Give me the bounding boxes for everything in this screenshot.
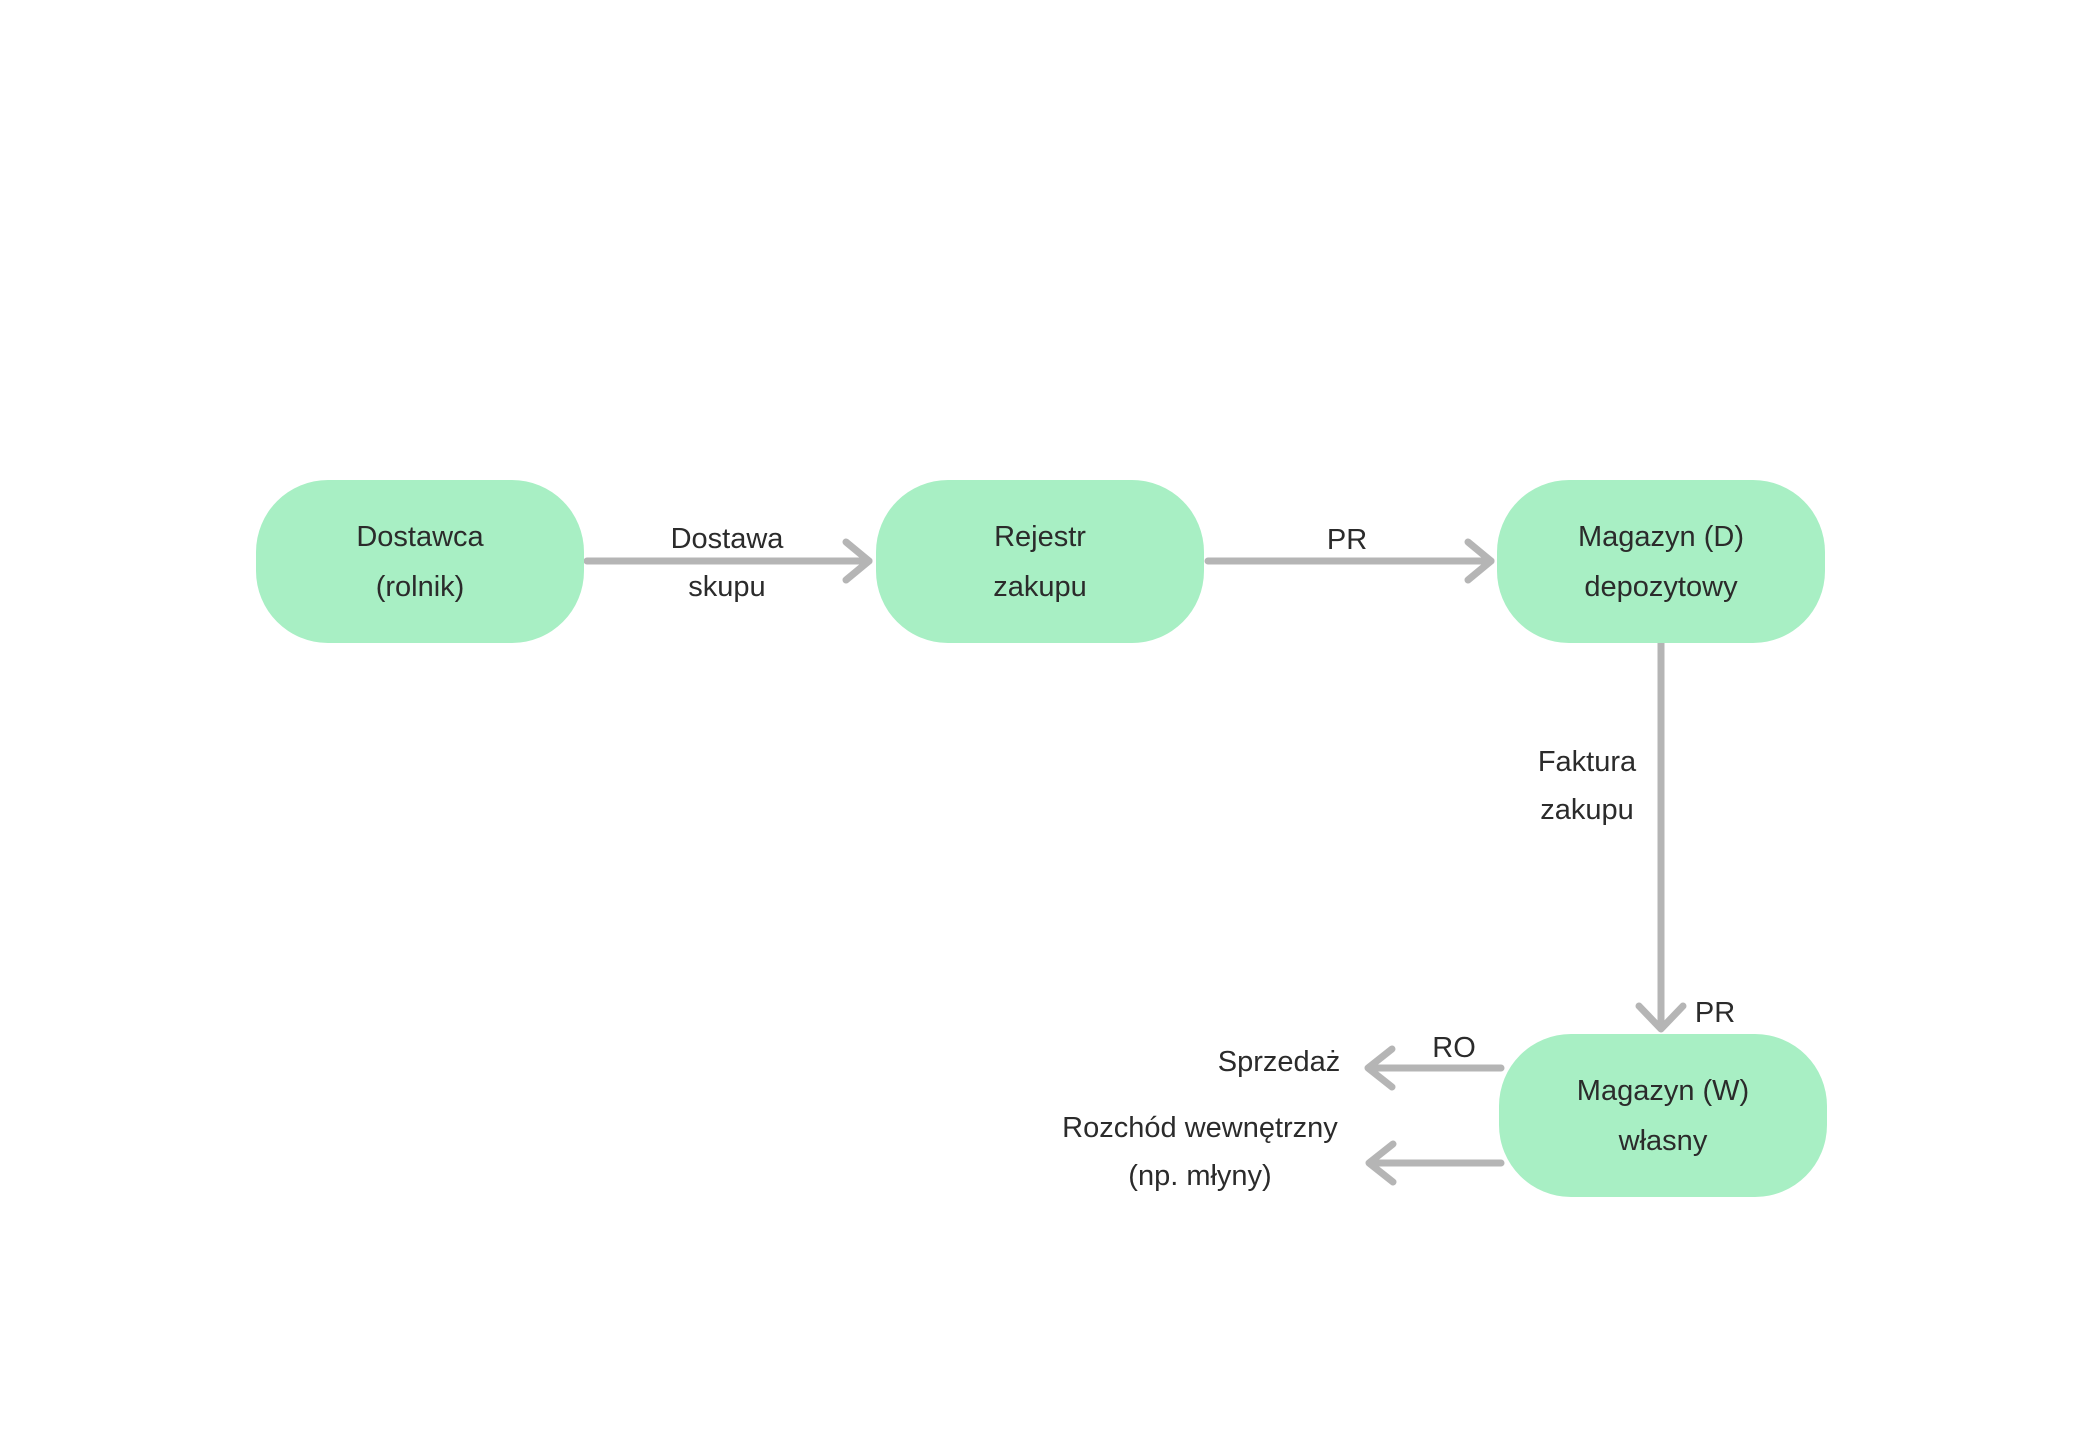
node-label-line: własny [1618,1124,1708,1157]
edge-magazyn-d-to-magazyn-w [1635,639,1687,1033]
arrowhead-down-icon [1635,1002,1687,1033]
terminal-label-sprzedaz: Sprzedaż [1217,1046,1341,1078]
terminal-label-rozchod-wewnetrzny: Rozchód wewnętrzny (np. młyny) [1062,1104,1338,1200]
node-label-line: Magazyn (D) [1578,520,1744,553]
edge-label-pr-1: PR [1326,524,1368,556]
node-label-line: Magazyn (W) [1576,1074,1750,1107]
edge-label-line: skupu [688,571,766,603]
node-label-line: zakupu [993,570,1087,603]
node-label-line: (rolnik) [375,570,465,603]
edge-label-ro: RO [1432,1032,1476,1064]
arrowhead-right-icon [842,538,873,584]
terminal-label-line: (np. młyny) [1128,1160,1272,1192]
edge-label-pr-2: PR [1694,997,1736,1029]
edge-magazyn-w-to-rozchod [1365,1140,1505,1186]
node-magazyn-d-depozytowy: Magazyn (D) depozytowy [1497,480,1825,643]
node-label-line: Rejestr [994,520,1086,553]
node-label-line: depozytowy [1584,570,1738,603]
edge-label-line: Faktura [1537,746,1637,778]
edge-label-faktura-zakupu: Faktura zakupu [1538,738,1636,834]
edge-label-dostawa-skupu: Dostawa skupu [671,515,784,611]
arrowhead-left-icon [1364,1045,1396,1091]
arrowhead-left-icon [1365,1140,1397,1186]
node-dostawca-rolnik: Dostawca (rolnik) [256,480,584,643]
edge-label-line: zakupu [1540,794,1634,826]
terminal-label-line: Rozchód wewnętrzny [1062,1112,1338,1144]
node-label-line: Dostawca [356,520,484,553]
node-magazyn-w-wlasny: Magazyn (W) własny [1499,1034,1827,1197]
node-rejestr-zakupu: Rejestr zakupu [876,480,1204,643]
edge-rejestr-to-magazyn-d [1204,538,1495,584]
edge-label-line: Dostawa [670,523,784,555]
edge-dostawca-to-rejestr [583,538,873,584]
edge-magazyn-w-to-sprzedaz [1364,1045,1505,1091]
arrowhead-right-icon [1464,538,1495,584]
